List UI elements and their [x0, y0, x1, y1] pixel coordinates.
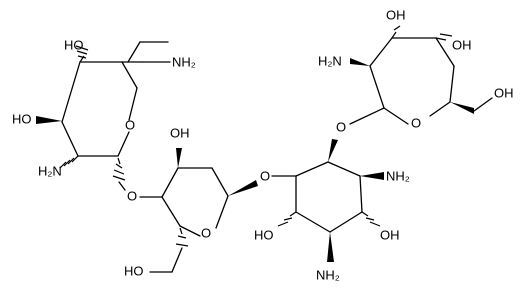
label-oh-c: OH [380, 227, 400, 242]
label-o-ring-a: O [125, 117, 135, 132]
label-ho-a2: HO [12, 111, 32, 126]
label-o-ring-b: O [201, 225, 211, 240]
label-o-link1: O [127, 188, 137, 203]
atom-labels: NH₂ HO HO H₂N O O OH O HO O O NH₂ HO OH … [12, 7, 514, 282]
label-o-link2: O [260, 168, 270, 183]
label-oh-d3: OH [494, 85, 514, 100]
ring-d [349, 25, 493, 125]
label-nh2-c: NH₂ [386, 168, 410, 183]
ring-c [271, 139, 384, 262]
label-ho-a1: HO [64, 37, 84, 52]
label-oh-d1: OH [386, 7, 406, 22]
label-o-ring-d: O [411, 115, 421, 130]
label-o-link3: O [336, 119, 346, 134]
label-nh2-top: NH₂ [172, 54, 196, 69]
label-h2n-d: H₂N [318, 53, 342, 68]
label-nh2-c2: NH₂ [316, 267, 340, 282]
label-oh-d2: OH [452, 37, 472, 52]
ring-b [139, 148, 258, 273]
label-ho-b-ch2: HO [124, 263, 144, 278]
label-oh-b: OH [170, 125, 190, 140]
label-ho-c: HO [254, 227, 274, 242]
ring-a [36, 41, 171, 191]
label-h2n-a: H₂N [38, 163, 62, 178]
